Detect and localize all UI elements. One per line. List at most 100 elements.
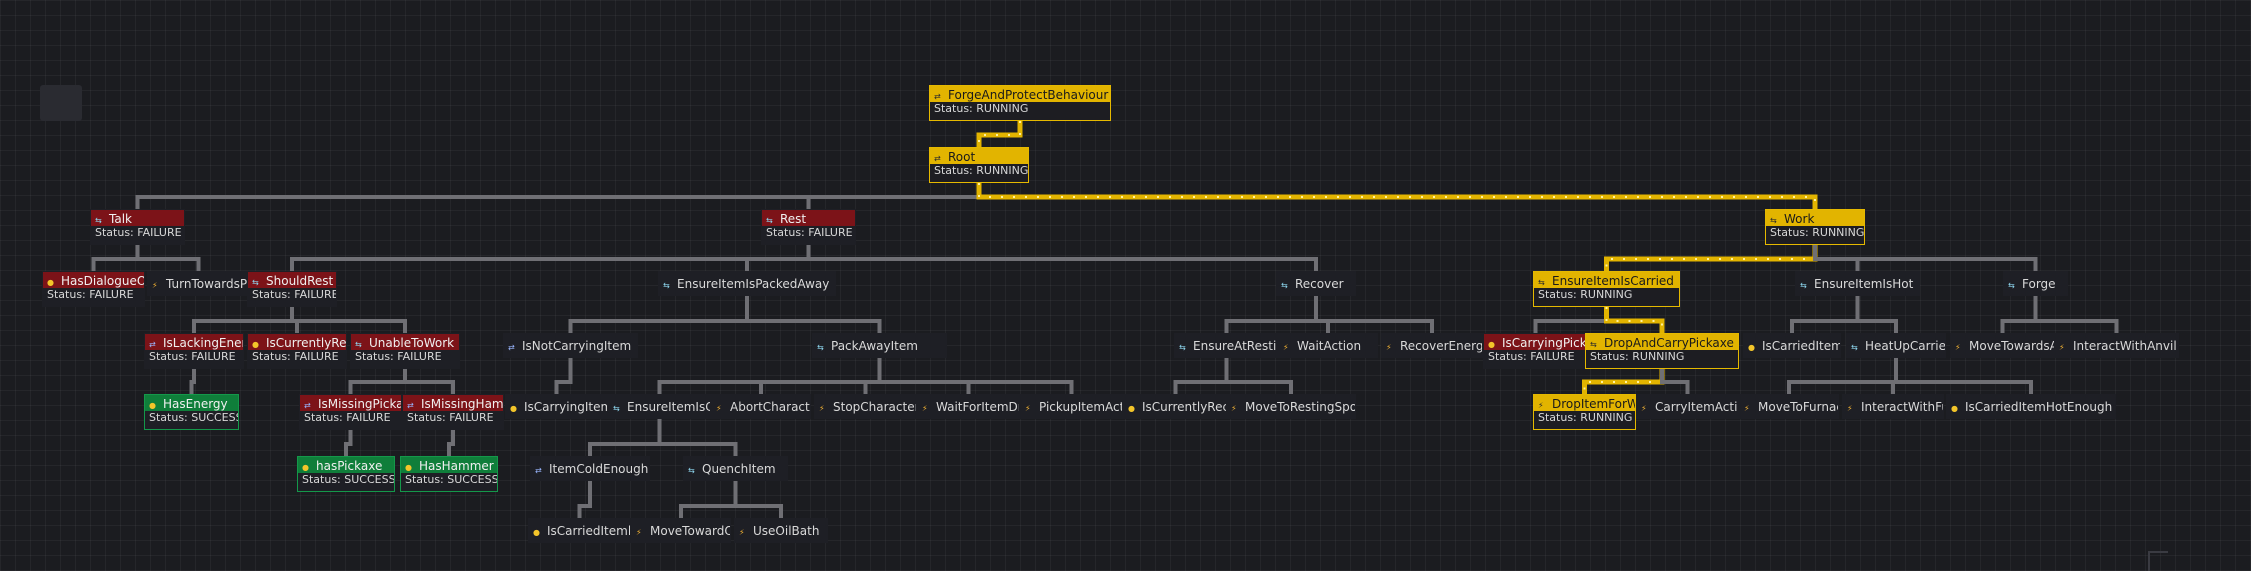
node-header: ● hasPickaxe xyxy=(298,457,394,473)
node-ensureatrest[interactable]: ⇆ EnsureAtResti xyxy=(1174,333,1279,358)
node-pickupitem[interactable]: ⚡PickupItemAct xyxy=(1020,394,1123,419)
node-header: ●IsCarryingPick xyxy=(1484,334,1587,350)
node-label: IsMissingPicka xyxy=(318,397,401,411)
node-movetowardoil[interactable]: ⚡MoveTowardOi xyxy=(631,518,731,543)
node-header: ⇄IsLackingEner xyxy=(145,334,243,350)
node-waitaction[interactable]: ⚡WaitAction xyxy=(1278,333,1378,358)
action-icon: ⚡ xyxy=(1283,343,1289,352)
node-header: ⇆HeatUpCarried xyxy=(1847,334,1945,353)
node-interactanvil[interactable]: ⚡InteractWithAnvil xyxy=(2054,333,2179,358)
node-interactwithf[interactable]: ⚡InteractWithFu xyxy=(1842,394,1944,419)
node-status: Status: FAILURE xyxy=(252,350,339,363)
node-label: Work xyxy=(1784,212,1815,226)
decorator-icon: ⇄ xyxy=(535,466,542,475)
node-label: PackAwayItem xyxy=(831,339,918,353)
node-iscarrieditem2[interactable]: ●IsCarriedIteml xyxy=(528,518,631,543)
node-iscurrentlyrec2[interactable]: ●IsCurrentlyRec xyxy=(1123,394,1228,419)
edge-dropandcarry-dropitemfor xyxy=(1582,369,1665,394)
condition-icon: ● xyxy=(302,463,309,472)
node-isnotcarrying[interactable]: ⇄IsNotCarryingItem xyxy=(503,333,638,358)
composite-icon: ⇆ xyxy=(817,343,824,352)
node-label: DropAndCarryPickaxe xyxy=(1604,336,1734,350)
decorator-icon: ⇄ xyxy=(149,340,156,349)
node-label: CarryItemActic xyxy=(1655,400,1738,414)
node-label: IsCarryingItem xyxy=(524,400,607,414)
edge-root-rest xyxy=(806,183,981,209)
node-label: IsMissingHam xyxy=(421,397,503,411)
node-ensurepacked[interactable]: ⇆EnsureItemIsPackedAway xyxy=(658,271,836,296)
node-useoilbath[interactable]: ⚡UseOilBath xyxy=(734,518,828,543)
node-label: DropItemForW xyxy=(1552,397,1635,411)
node-header: ⇆EnsureItemIsCarried xyxy=(1534,272,1679,288)
node-iscarrieditem[interactable]: ● IsCarriedItem xyxy=(1743,333,1841,358)
composite-icon: ⇆ xyxy=(1179,343,1186,352)
node-label: UseOilBath xyxy=(753,524,820,538)
node-header: ●IsCurrentlyRec xyxy=(248,334,346,350)
edge-dropandcarry-carryitemact xyxy=(1660,369,1690,394)
node-ensureitemisc[interactable]: ⇆EnsureItemIsC xyxy=(608,394,711,419)
node-forgenode[interactable]: ⇆Forge xyxy=(2003,271,2068,296)
node-waitforitem[interactable]: ⚡WaitForItemDr xyxy=(917,394,1020,419)
node-hasdlg[interactable]: ●HasDialogueOpStatus: FAILURE xyxy=(42,271,145,307)
node-movetowardsa[interactable]: ⚡MoveTowardsA xyxy=(1950,333,2055,358)
node-movetorest[interactable]: ⚡MoveToRestingSpot xyxy=(1226,394,1356,419)
node-movetofurnace[interactable]: ⚡MoveToFurnac xyxy=(1739,394,1839,419)
edge-forge-root xyxy=(976,121,1023,147)
condition-icon: ● xyxy=(1748,343,1755,352)
action-icon: ⚡ xyxy=(922,404,928,413)
node-abortchar[interactable]: ⚡AbortCharacte xyxy=(711,394,811,419)
node-iscarryingitem[interactable]: ●IsCarryingItem xyxy=(505,394,608,419)
edge-recover-recoverenergy xyxy=(1314,296,1434,333)
node-carryitemact[interactable]: ⚡CarryItemActic xyxy=(1636,394,1739,419)
node-label: HasHammer xyxy=(419,459,494,473)
node-label: EnsureAtResti xyxy=(1193,339,1277,353)
node-quench[interactable]: ⇆QuenchItem xyxy=(683,456,788,481)
node-header: ⇆DropAndCarryPickaxe xyxy=(1586,334,1738,350)
composite-icon: ⇆ xyxy=(613,404,620,413)
node-ensurehot[interactable]: ⇆EnsureItemIsHot xyxy=(1795,271,1920,296)
node-recoverenergy[interactable]: ⚡RecoverEnergy xyxy=(1381,333,1483,358)
node-stopchar[interactable]: ⚡StopCharacterI xyxy=(814,394,917,419)
node-label: ShouldRest xyxy=(266,274,334,288)
node-header: ⚡StopCharacterI xyxy=(815,395,916,414)
edge-recover-ensureatrest xyxy=(1224,296,1318,333)
edge-ensurecarried-dropandcarry xyxy=(1604,307,1665,333)
action-icon: ⚡ xyxy=(1386,343,1392,352)
composite-icon: ⇆ xyxy=(663,281,670,290)
node-recover[interactable]: ⇆Recover xyxy=(1276,271,1356,296)
node-status: Status: FAILURE xyxy=(1488,350,1575,363)
resize-handle[interactable] xyxy=(2148,551,2168,571)
node-header: ●IsCarryingItem xyxy=(506,395,607,414)
node-itemcold[interactable]: ⇄ItemColdEnough xyxy=(530,456,650,481)
node-turnto[interactable]: ⚡TurnTowardsPl xyxy=(147,271,250,296)
node-iscarriedhot[interactable]: ●IsCarriedItemHotEnough xyxy=(1946,394,2116,419)
edge-work-forgenode xyxy=(1813,245,2038,271)
node-label: IsCarriedItem xyxy=(1762,339,1840,353)
node-header: ⇆EnsureItemIsC xyxy=(609,395,710,414)
node-packaway[interactable]: ⇆ PackAwayItem xyxy=(812,333,947,358)
node-heatupcarried[interactable]: ⇆HeatUpCarried xyxy=(1846,333,1946,358)
node-label: hasPickaxe xyxy=(316,459,383,473)
edge-work-ensurehot xyxy=(1813,245,1860,271)
node-label: StopCharacterI xyxy=(833,400,916,414)
minimap-toggle[interactable] xyxy=(40,85,82,121)
node-header: ⇄IsNotCarryingItem xyxy=(504,334,637,353)
